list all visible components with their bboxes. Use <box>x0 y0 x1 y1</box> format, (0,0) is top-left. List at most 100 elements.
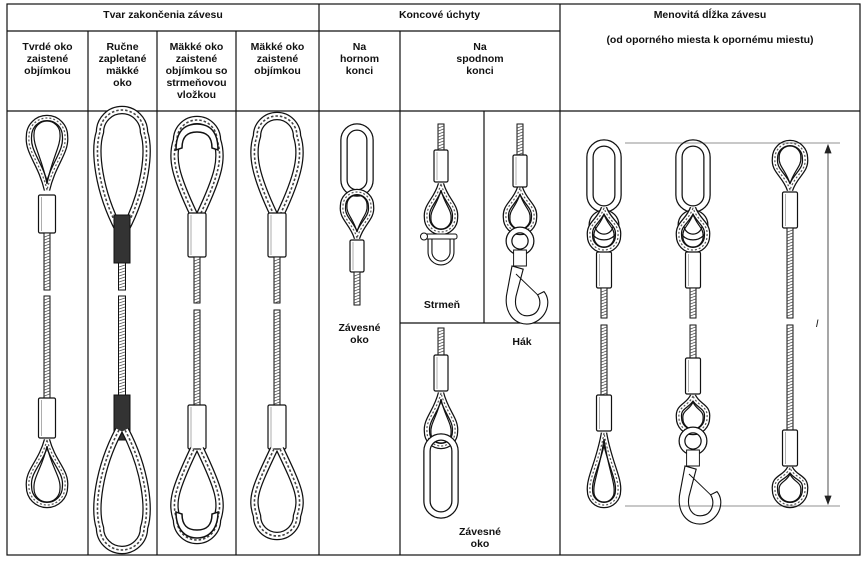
ferrule <box>433 149 449 183</box>
spliced-eye-top-strands <box>96 109 148 231</box>
wire-rope <box>43 232 51 291</box>
splice-bottom <box>113 394 131 441</box>
ml-sling3-eye-top-thimble <box>778 145 802 185</box>
shackle-fill <box>428 238 454 265</box>
col-top-end: Na hornom konci <box>339 41 380 77</box>
master-link-top <box>340 123 374 197</box>
rope-strands <box>118 264 126 289</box>
bottom-end-eye-strands <box>426 392 456 447</box>
col-bottom-end: Na spodnom konci <box>456 41 504 77</box>
soft-eye-bottom-inner <box>251 447 303 539</box>
soft-eye-top <box>250 111 304 217</box>
bottom-end-eye-thimble <box>430 398 452 444</box>
rope-strands <box>601 326 607 396</box>
rope-strands <box>438 329 444 354</box>
master-link-bottom-fill <box>424 434 458 518</box>
ferrule <box>37 194 57 234</box>
ml-sling3-eye-top-strands <box>774 142 806 191</box>
spliced-eye-bottom-inner <box>94 428 150 553</box>
rope-strands <box>194 311 200 405</box>
ferrule <box>512 154 528 188</box>
rope-strands <box>354 273 360 304</box>
top-end-eye-strands <box>342 191 372 239</box>
hook-shank <box>513 249 527 267</box>
thimble-eye-top-strands <box>173 119 221 216</box>
ferrule <box>781 429 799 467</box>
label-master-link-bottom: Závesné oko <box>458 526 502 550</box>
hook-body <box>505 265 549 325</box>
rope-strands <box>118 297 126 394</box>
header-nominal-length-note: (od oporného miesta k opornému miestu) <box>606 34 814 46</box>
hard-eye-bottom-strands <box>28 439 66 506</box>
rope-strands <box>787 229 793 317</box>
rope-strands <box>787 326 793 429</box>
shackle-eye-strands <box>426 183 456 233</box>
hook-eye-strands <box>505 187 535 233</box>
ferrule <box>433 354 449 392</box>
col-hard-eye: Tvrdé oko zaistené objímkou <box>22 41 73 77</box>
spliced-eye-bottom-strands <box>96 429 148 551</box>
ferrule <box>267 404 287 450</box>
ml-sling2-hook <box>678 449 722 525</box>
thimble-top <box>175 123 219 152</box>
thimble-bottom <box>175 510 219 539</box>
rope-strands <box>438 125 444 150</box>
length-dimension <box>625 142 840 507</box>
spliced-eye-bottom <box>93 428 151 555</box>
ferrule <box>684 357 702 395</box>
label-hook: Hák <box>512 336 532 348</box>
ferrule <box>781 191 799 229</box>
ferrule <box>595 394 613 432</box>
shackle-pin <box>424 233 458 240</box>
ml-sling1-eye-bottom-thimble <box>593 438 615 503</box>
ferrule <box>37 397 57 439</box>
rope-strands <box>690 326 696 357</box>
hard-eye-bottom <box>25 439 69 509</box>
hard-eye-top-strands <box>28 117 66 191</box>
ferrule <box>349 239 365 273</box>
soft-eye-top-strands <box>253 115 301 216</box>
label-shackle: Strmeň <box>423 299 461 311</box>
length-symbol: l <box>815 318 819 330</box>
spliced-eye-top-inner <box>94 107 150 232</box>
wire-rope <box>273 256 281 304</box>
wire-rope <box>118 262 126 291</box>
ferrule <box>187 404 207 450</box>
ml-sling1-eye-bottom-strands <box>589 432 619 506</box>
rope-strands <box>44 297 50 397</box>
shackle-pin-head <box>420 232 428 241</box>
rope-strands <box>517 125 523 156</box>
ml-sling1-eye-top-strands <box>589 207 619 251</box>
header-nominal-length: Menovitá dĺžka závesu <box>653 9 767 21</box>
ml-sling3-eye-bottom-thimble <box>778 473 802 503</box>
rope-strands <box>274 258 280 304</box>
col-soft-eye: Mäkké oko zaistené objímkou <box>250 41 305 77</box>
ml-sling2-link <box>675 139 711 213</box>
ferrule <box>595 251 613 289</box>
ml-sling3-eye-bottom-strands <box>774 467 806 506</box>
header-termination-shape: Tvar zakončenia závesu <box>103 9 223 21</box>
label-master-link-top: Závesné oko <box>338 322 381 346</box>
hard-eye-bottom-thimble <box>33 445 61 503</box>
thimble-eye-bottom-strands <box>173 448 221 541</box>
ml-sling1-link <box>586 139 622 213</box>
spliced-eye-top <box>93 105 151 232</box>
hard-eye-top-thimble <box>33 120 61 185</box>
sling-illustrations <box>25 105 809 555</box>
ml-sling2-eye-top-strands <box>678 207 708 251</box>
rope-strands <box>601 289 607 317</box>
hook <box>505 249 549 325</box>
splice-top <box>113 214 131 264</box>
top-end-eye-thimble <box>346 194 368 233</box>
col-soft-eye-thimble: Mäkké oko zaistené objímkou so strmeňovo… <box>165 41 228 101</box>
wire-rope <box>193 256 201 304</box>
shackle-eye-thimble <box>430 189 452 230</box>
ferrule <box>684 251 702 289</box>
hook-latch <box>515 273 538 296</box>
rope-strands <box>44 234 50 289</box>
hook-latch <box>688 473 711 496</box>
wire-rope <box>353 271 361 306</box>
hook-body <box>678 465 722 525</box>
